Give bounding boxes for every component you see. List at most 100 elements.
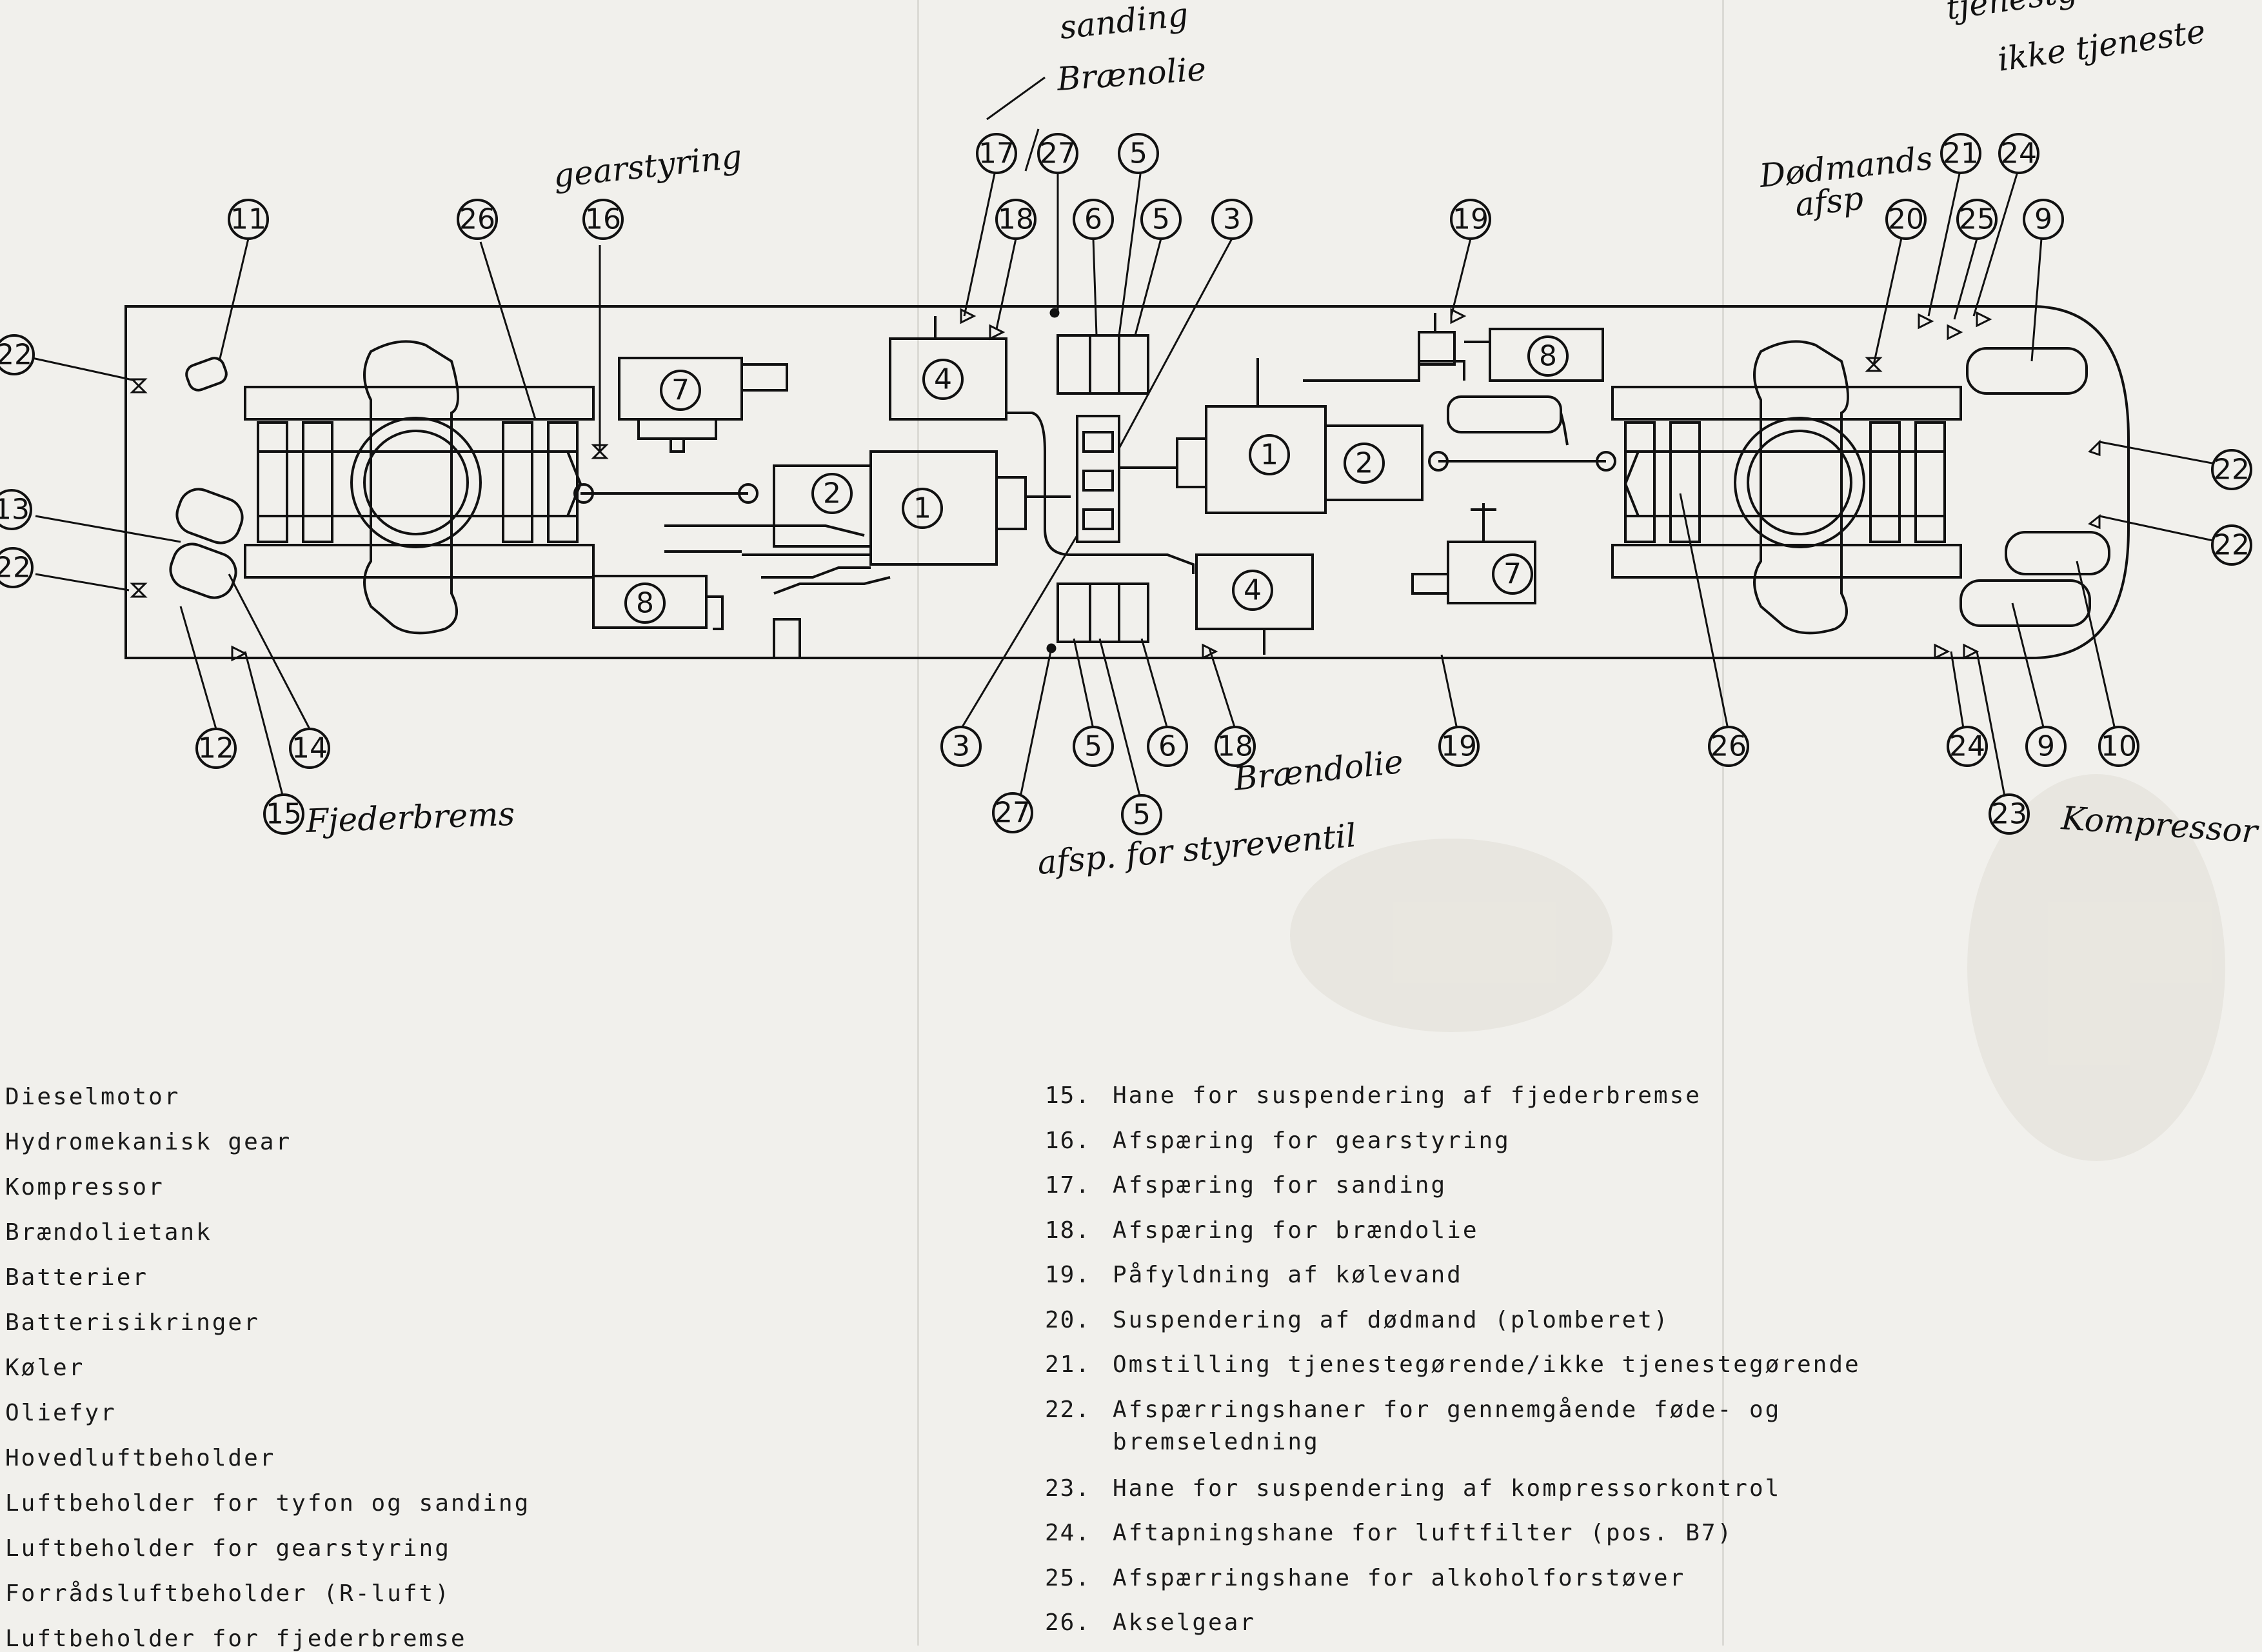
bogie-right <box>1611 340 1962 635</box>
callout-circle <box>1147 726 1188 767</box>
legend-item-number: 21. <box>1045 1351 1091 1378</box>
legend-item-text: Afspærringshaner for gennemgående føde- … <box>1113 1396 1781 1423</box>
component-label-number: 7 <box>1503 558 1522 591</box>
legend-item-text: Afspæring for brændolie <box>1113 1217 1479 1244</box>
component-label-circle <box>1492 553 1533 595</box>
component-label-number: 2 <box>823 477 841 510</box>
paper-stain <box>1290 839 1612 1032</box>
vehicle-frame <box>124 305 2130 659</box>
legend-item-number: 16. <box>1045 1127 1091 1154</box>
callout-circle <box>1708 726 1749 767</box>
callout-circle <box>1450 199 1491 240</box>
legend-item-text: Afspæring for sanding <box>1113 1172 1447 1199</box>
radiator-right <box>1447 541 1536 604</box>
callout-number: 22 <box>2214 453 2250 486</box>
legend-item-text: Hane for suspendering af fjederbremse <box>1113 1082 1701 1109</box>
callout-number: 20 <box>1888 203 1924 236</box>
legend-item-text: Hane for suspendering af kompressorkontr… <box>1113 1475 1781 1502</box>
callout-number: 5 <box>1152 203 1170 236</box>
callout-circle <box>1885 199 1927 240</box>
callout-circle <box>976 133 1017 174</box>
component-label-circle <box>902 488 943 529</box>
callout-circle <box>263 793 304 835</box>
legend-item-number: 25. <box>1045 1564 1091 1591</box>
legend-item-number: 17. <box>1045 1172 1091 1199</box>
valve-marks <box>130 308 2101 662</box>
legend-item-text: Aftapningshane for luftfilter (pos. B7) <box>1113 1520 1734 1546</box>
legend-item: Luftbeholder for fjederbremse <box>5 1626 467 1652</box>
batteries-bottom <box>1057 582 1149 643</box>
component-label-number: 1 <box>1260 439 1278 472</box>
callout-number: 18 <box>998 203 1034 236</box>
component-label-number: 1 <box>913 492 931 525</box>
legend-item: Kompressor <box>5 1174 164 1200</box>
air-reservoir-11 <box>185 357 228 392</box>
component-label-circle <box>1249 434 1290 475</box>
callout-circle <box>995 199 1037 240</box>
callout-circle <box>0 334 35 375</box>
callout-circle <box>582 199 624 240</box>
hydraulic-gear-left <box>773 464 872 548</box>
callout-circle <box>2098 726 2139 767</box>
component-label-number: 4 <box>1244 574 1262 607</box>
callout-number: 3 <box>1223 203 1241 236</box>
note-tjenestg: tjenestg <box>1944 0 2080 27</box>
batteries-top <box>1057 334 1149 395</box>
callout-number: 24 <box>1949 730 1985 763</box>
oil-heater-right <box>1489 328 1604 382</box>
callout-number: 17 <box>978 137 1015 170</box>
callout-number: 22 <box>2214 529 2250 562</box>
note-gearstyring: gearstyring <box>551 138 744 195</box>
callout-circle <box>1121 794 1162 835</box>
callout-number: 15 <box>266 798 302 831</box>
central-gear-block <box>1076 415 1120 543</box>
note-afsp-styreventil: afsp. for styreventil <box>1036 817 1358 882</box>
legend-item-number: 24. <box>1045 1520 1091 1546</box>
silencer-right <box>1447 395 1562 433</box>
component-label-circle <box>1527 335 1569 377</box>
callout-circle <box>1073 199 1114 240</box>
bogie-left <box>244 340 595 635</box>
legend-item-text-continued: bremseledning <box>1113 1428 1320 1455</box>
callout-number: 12 <box>198 732 234 765</box>
callout-circle <box>1037 133 1078 174</box>
callout-circle <box>0 547 34 588</box>
fold-line <box>917 0 919 1646</box>
callout-circle <box>1998 133 2039 174</box>
legend-item: Batterier <box>5 1264 149 1291</box>
component-label-circle <box>660 370 701 411</box>
main-air-reservoir-bottom <box>1959 579 2091 627</box>
legend-item-text: Påfyldning af kølevand <box>1113 1262 1463 1288</box>
component-label-number: 8 <box>1539 340 1557 373</box>
legend-item: Batterisikringer <box>5 1309 260 1336</box>
note-sanding: sanding <box>1058 0 1190 46</box>
paper-stain <box>1967 774 2225 1161</box>
component-label-circle <box>922 359 964 400</box>
fuel-tank-right <box>1195 553 1314 630</box>
legend-item-text: Afspæring for gearstyring <box>1113 1127 1511 1154</box>
callout-number: 16 <box>585 203 621 236</box>
callout-circle <box>228 199 269 240</box>
legend-item: Køler <box>5 1355 85 1381</box>
component-label-number: 8 <box>636 587 654 620</box>
callout-circle <box>1073 726 1114 767</box>
note-kompressor: Kompressor <box>2059 799 2261 850</box>
callout-number: 23 <box>1991 798 2027 831</box>
callout-circle <box>289 728 330 769</box>
callout-circle <box>195 728 237 769</box>
callout-circle <box>1211 199 1253 240</box>
legend-item-text: Afspærringshane for alkoholforstøver <box>1113 1564 1686 1591</box>
callout-number: 9 <box>2034 203 2052 236</box>
callout-number: 5 <box>1133 799 1151 831</box>
legend-item-number: 23. <box>1045 1475 1091 1502</box>
legend-item: Hovedluftbeholder <box>5 1445 276 1471</box>
callout-number: 6 <box>1158 730 1176 763</box>
legend-item: Luftbeholder for gearstyring <box>5 1535 451 1562</box>
callout-number: 10 <box>2101 730 2137 763</box>
legend-item: Oliefyr <box>5 1400 117 1426</box>
legend-item-text: Suspendering af dødmand (plomberet) <box>1113 1306 1670 1333</box>
air-reservoir-10 <box>2005 531 2110 575</box>
